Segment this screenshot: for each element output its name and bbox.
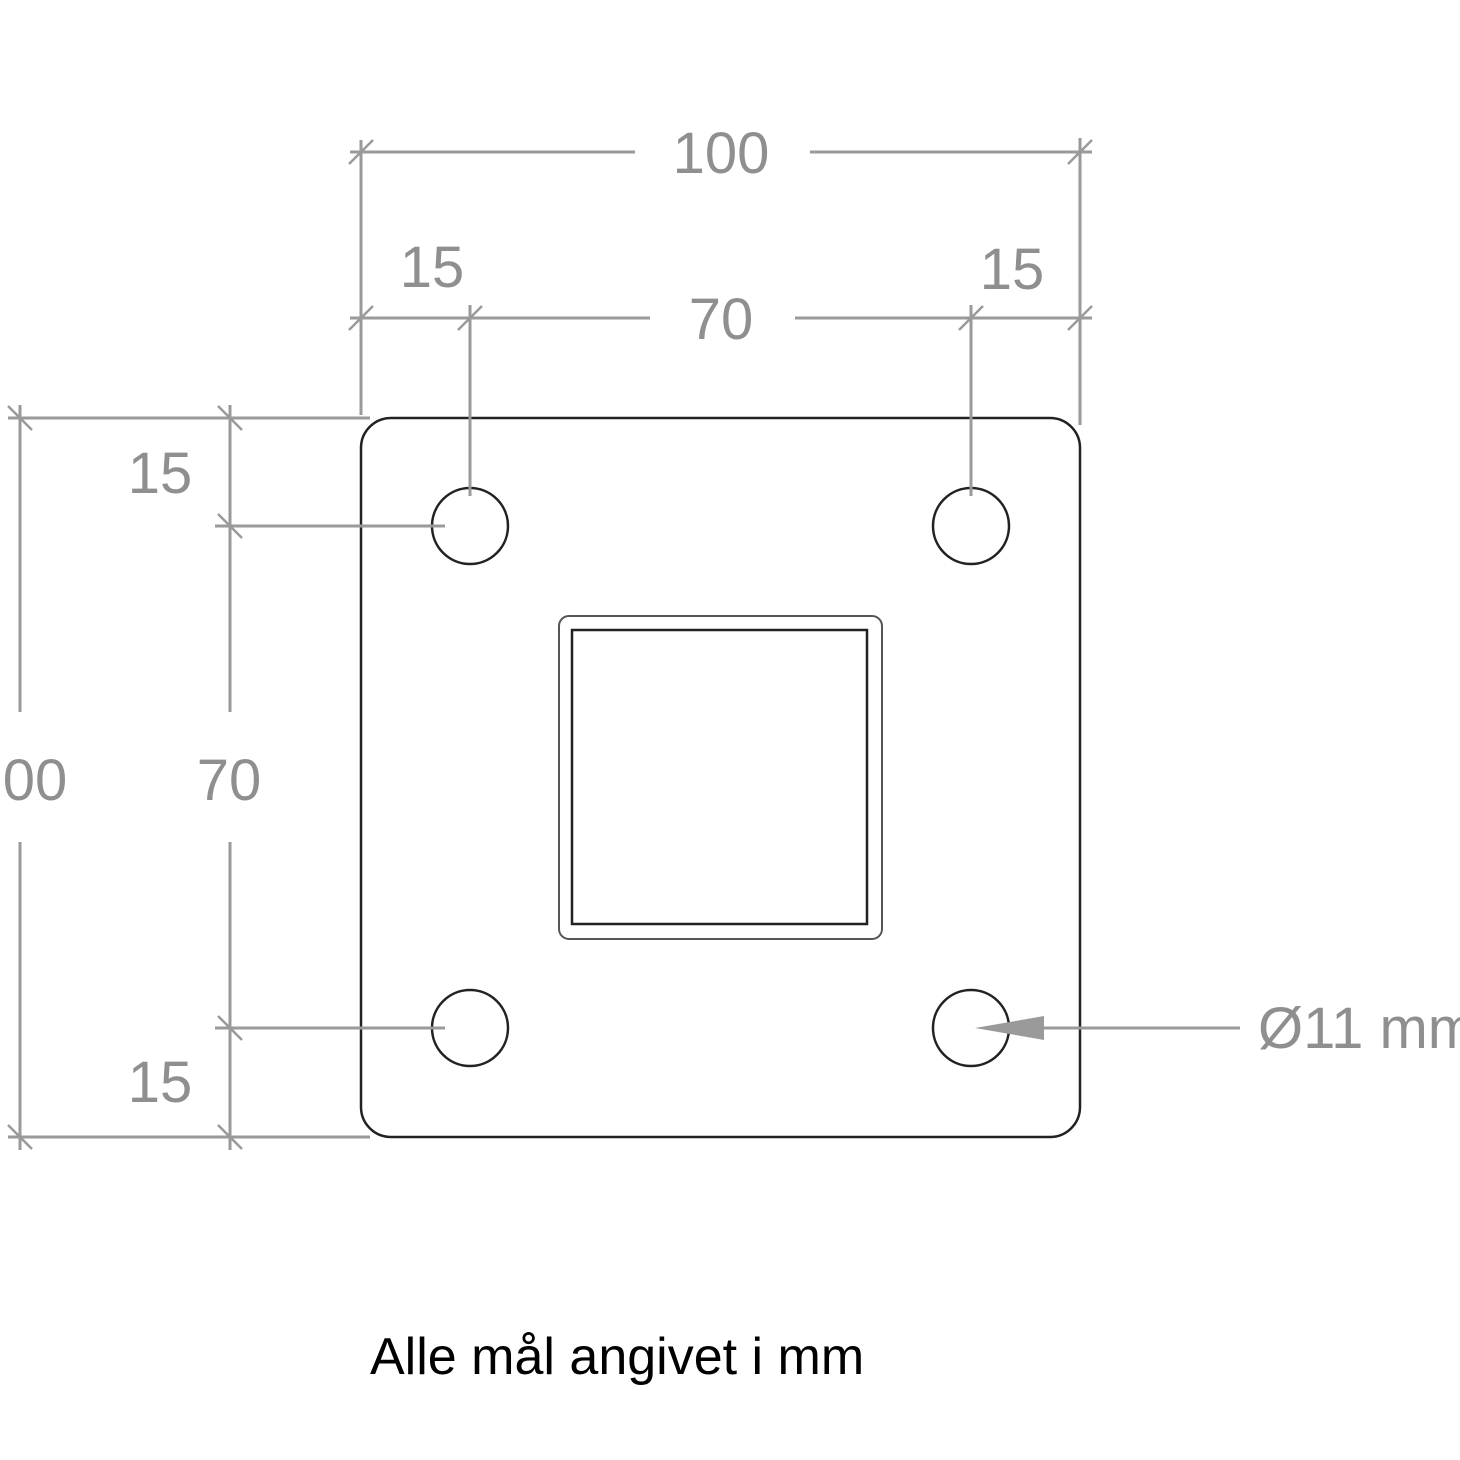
center-tube-inner — [570, 628, 869, 926]
dimension-label: 70 — [689, 287, 754, 352]
arrow-icon — [975, 1016, 1044, 1040]
units-note: Alle mål angivet i mm — [370, 1328, 864, 1386]
center-tube-outer — [558, 615, 883, 940]
hole-diameter-leader: Ø11 mm — [975, 996, 1460, 1061]
dimension-label: 70 — [197, 748, 262, 813]
bolt-hole — [931, 486, 1011, 566]
dimension-label: 15 — [128, 1050, 193, 1115]
dimension-label: 15 — [128, 441, 193, 506]
dimension-hole-spacing-horizontal: 70 15 15 — [348, 235, 1093, 496]
dimension-label: 100 — [673, 121, 770, 186]
dimension-overall-height: 00 — [3, 405, 370, 1150]
dimension-overall-width: 100 — [348, 121, 1093, 425]
base-plate-outline — [359, 416, 1082, 1139]
dimension-label: 15 — [980, 237, 1045, 302]
dimension-label: Ø11 mm — [1258, 996, 1460, 1061]
dimension-label: 00 — [3, 748, 68, 813]
dimension-label: 15 — [400, 235, 465, 300]
dimension-hole-spacing-vertical: 70 15 15 — [128, 405, 445, 1150]
